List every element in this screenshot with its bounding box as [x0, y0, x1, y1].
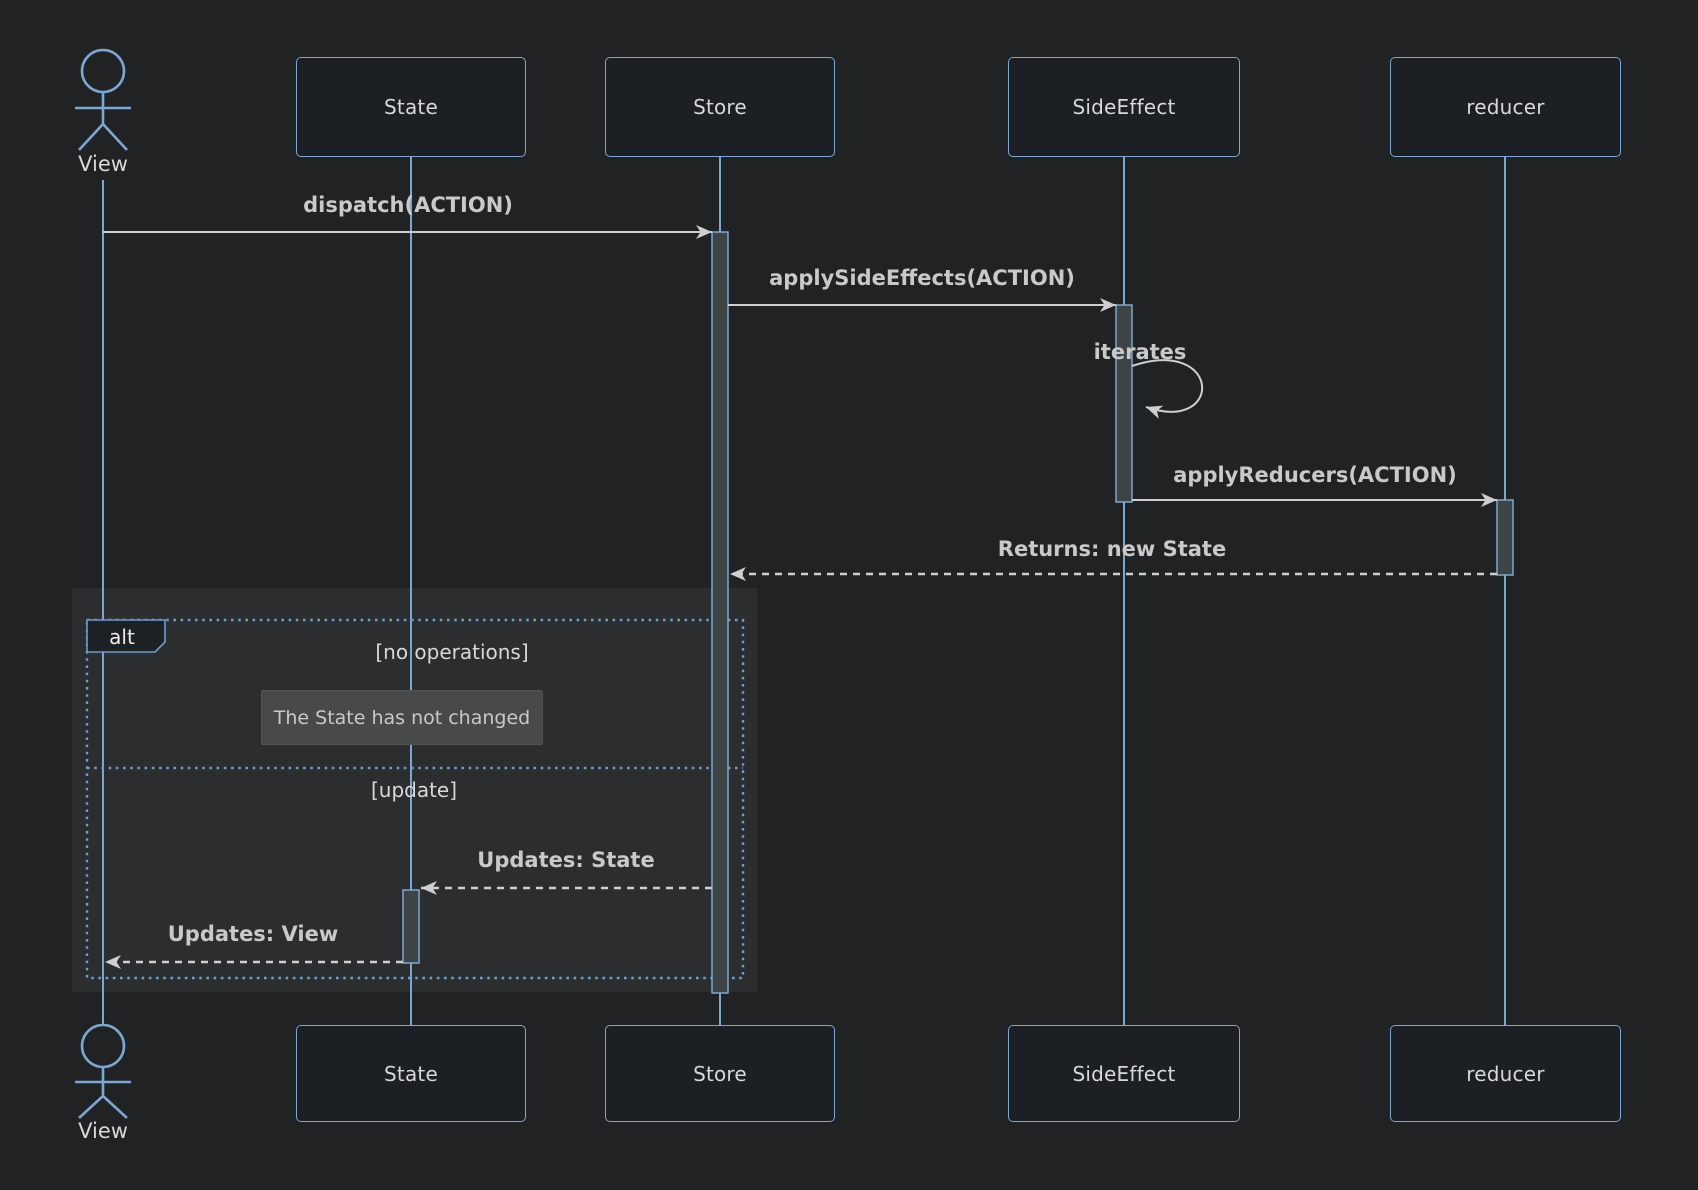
participant-reducer-top: reducer [1390, 57, 1621, 157]
participant-store-bottom: Store [605, 1025, 835, 1122]
activation-reducer [1496, 499, 1514, 576]
message-label-updates-state: Updates: State [477, 848, 655, 872]
message-label-apply-reducers: applyReducers(ACTION) [1173, 463, 1457, 487]
alt-operator-badge [86, 619, 166, 653]
actor-icon [75, 1023, 131, 1119]
actor-label-view-bottom: View [78, 1119, 128, 1143]
actor-icon [75, 48, 131, 151]
message-label-updates-view: Updates: View [167, 922, 339, 946]
participant-label: Store [693, 95, 747, 119]
participant-label: reducer [1466, 1061, 1545, 1086]
guard-label-update: [update] [370, 778, 458, 802]
participant-reducer-bottom: reducer [1390, 1025, 1621, 1122]
participant-label: reducer [1466, 95, 1545, 119]
activation-store [711, 231, 729, 994]
actor-label-view-top: View [78, 152, 128, 176]
participant-sideeffect-bottom: SideEffect [1008, 1025, 1240, 1122]
activation-sideeffect [1115, 304, 1133, 503]
participant-state-top: State [296, 57, 526, 157]
participant-label: State [384, 1061, 438, 1086]
note-state-not-changed: The State has not changed [261, 690, 543, 745]
participant-state-bottom: State [296, 1025, 526, 1122]
participant-label: State [384, 95, 438, 119]
participant-label: Store [693, 1061, 747, 1086]
activation-state [402, 889, 420, 964]
alt-operator-label: alt [109, 625, 135, 649]
participant-label: SideEffect [1072, 1061, 1176, 1086]
participant-store-top: Store [605, 57, 835, 157]
message-label-dispatch: dispatch(ACTION) [303, 193, 513, 217]
note-text: The State has not changed [273, 706, 531, 729]
message-label-returns-new-state: Returns: new State [997, 537, 1227, 561]
arrow-iterates-self-loop [1131, 359, 1204, 419]
guard-label-no-operations: [no operations] [375, 640, 529, 664]
message-label-iterates: iterates [1093, 340, 1187, 364]
participant-sideeffect-top: SideEffect [1008, 57, 1240, 157]
message-label-apply-side-effects: applySideEffects(ACTION) [769, 266, 1075, 290]
participant-label: SideEffect [1072, 95, 1176, 119]
